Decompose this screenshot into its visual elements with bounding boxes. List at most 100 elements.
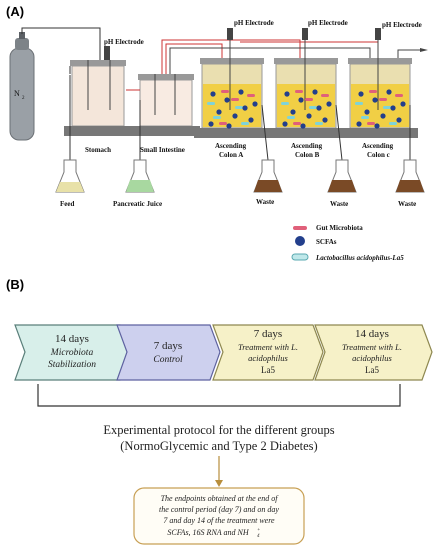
step-4-line2: Treatment with L. bbox=[342, 342, 402, 352]
scfa-dot bbox=[290, 109, 296, 115]
scfa-dot bbox=[372, 97, 378, 103]
step-2-line2: Control bbox=[153, 355, 183, 365]
bacteria-rod bbox=[355, 102, 363, 105]
nitrogen-cylinder: N 2 bbox=[9, 32, 35, 141]
bacteria-rod bbox=[315, 122, 323, 125]
colon-c-vessel bbox=[342, 28, 418, 138]
step-2-duration: 7 days bbox=[154, 340, 182, 352]
lactobacillus-icon bbox=[291, 253, 309, 261]
scfa-dot bbox=[374, 123, 380, 129]
ph-label-1: pH Electrode bbox=[104, 38, 144, 46]
bacteria-rod bbox=[293, 122, 301, 125]
step-3-line3: acidophilus bbox=[248, 353, 288, 363]
step-4-line4: La5 bbox=[365, 365, 379, 375]
legend-lactobacillus: Lactobacillus acidophilus-La5 bbox=[315, 254, 404, 262]
bacteria-rod bbox=[287, 116, 295, 119]
bacteria-rod bbox=[221, 90, 229, 93]
bacteria-rod bbox=[389, 122, 397, 125]
waste-flask-b bbox=[327, 159, 357, 193]
scfa-dot bbox=[386, 89, 392, 95]
scfa-dot bbox=[210, 91, 216, 97]
scfa-dot bbox=[358, 91, 364, 97]
bacteria-rod bbox=[383, 106, 391, 109]
scfa-dot bbox=[356, 121, 362, 127]
scfa-dot bbox=[322, 117, 328, 123]
gas-subscript: 2 bbox=[22, 96, 25, 101]
scfa-dot bbox=[282, 121, 288, 127]
ph-label-2: pH Electrode bbox=[234, 19, 274, 27]
scfa-dot bbox=[364, 109, 370, 115]
scfa-dot bbox=[252, 101, 258, 107]
bacteria-rod bbox=[379, 98, 387, 101]
scfa-dot bbox=[400, 101, 406, 107]
feed-label: Feed bbox=[60, 200, 74, 208]
scfa-dot bbox=[306, 113, 312, 119]
step-2-chevron bbox=[116, 324, 221, 381]
step-4-line3: acidophilus bbox=[352, 353, 392, 363]
ph-label-4: pH Electrode bbox=[382, 21, 422, 29]
bacteria-rod bbox=[361, 116, 369, 119]
waste-flask-a bbox=[253, 159, 283, 193]
scfa-dot bbox=[298, 97, 304, 103]
scfa-dot bbox=[390, 105, 396, 111]
bacteria-rod bbox=[219, 122, 227, 125]
bacteria-rod bbox=[207, 102, 215, 105]
step-3-line2: Treatment with L. bbox=[238, 342, 298, 352]
scfa-dot bbox=[300, 123, 306, 129]
gut-microbiota-icon bbox=[293, 226, 307, 230]
pancreatic-juice-label: Pancreatic Juice bbox=[113, 200, 162, 208]
scfa-dot bbox=[238, 89, 244, 95]
colon-b-label-2: Colon B bbox=[295, 151, 320, 159]
bacteria-rod bbox=[241, 122, 249, 125]
feed-flask bbox=[55, 159, 85, 193]
endpoints-nh4-sub: 4 bbox=[257, 534, 260, 539]
endpoints-box bbox=[133, 487, 305, 545]
scfa-dot bbox=[380, 113, 386, 119]
scfa-dot bbox=[284, 91, 290, 97]
step-1-duration: 14 days bbox=[55, 333, 89, 345]
waste-label-b: Waste bbox=[330, 200, 348, 208]
step-1-line3: Stabilization bbox=[48, 360, 96, 370]
scfa-dot bbox=[224, 97, 230, 103]
scfa-dot bbox=[248, 117, 254, 123]
gas-label: N bbox=[14, 89, 20, 98]
colon-c-label-1: Ascending bbox=[362, 142, 394, 150]
scfa-dot bbox=[216, 109, 222, 115]
colon-contents bbox=[207, 89, 406, 129]
bacteria-rod bbox=[213, 116, 221, 119]
legend-gut-microbiota: Gut Microbiota bbox=[316, 224, 363, 232]
scfa-dot bbox=[316, 105, 322, 111]
endpoints-line-4: SCFAs, 16S RNA and NH bbox=[167, 528, 249, 537]
step-4-duration: 14 days bbox=[355, 328, 389, 340]
ph-label-3: pH Electrode bbox=[308, 19, 348, 27]
endpoints-line-3: 7 and day 14 of the treatment were bbox=[163, 516, 275, 525]
stomach-label: Stomach bbox=[85, 146, 111, 154]
bacteria-rod bbox=[281, 102, 289, 105]
scfa-dot bbox=[242, 105, 248, 111]
small-intestine-label: Small Intestine bbox=[140, 146, 185, 154]
bacteria-rod bbox=[395, 94, 403, 97]
protocol-line-2: (NormoGlycemic and Type 2 Diabetes) bbox=[120, 439, 317, 453]
step-4-chevron bbox=[314, 324, 433, 381]
bacteria-rod bbox=[247, 94, 255, 97]
small-intestine-vessel bbox=[132, 74, 200, 136]
protocol-line-1: Experimental protocol for the different … bbox=[103, 423, 334, 437]
bacteria-rod bbox=[235, 106, 243, 109]
panel-b-label: (B) bbox=[6, 277, 24, 292]
step-3-line4: La5 bbox=[261, 365, 275, 375]
scfa-icon bbox=[295, 236, 305, 246]
endpoints-line-2: the control period (day 7) and on day bbox=[159, 505, 279, 514]
scfa-dot bbox=[226, 123, 232, 129]
colon-c-label-2: Colon c bbox=[367, 151, 390, 159]
protocol-bracket bbox=[37, 384, 401, 407]
endpoints-nh4-sup: + bbox=[257, 528, 260, 533]
legend-scfas: SCFAs bbox=[316, 238, 337, 246]
endpoints-line-1: The endpoints obtained at the end of bbox=[161, 494, 280, 503]
stomach-vessel bbox=[64, 46, 132, 136]
colon-b-vessel bbox=[268, 28, 344, 138]
bacteria-rod bbox=[367, 122, 375, 125]
bacteria-rod bbox=[321, 94, 329, 97]
scfa-dot bbox=[232, 113, 238, 119]
waste-label-c: Waste bbox=[398, 200, 416, 208]
